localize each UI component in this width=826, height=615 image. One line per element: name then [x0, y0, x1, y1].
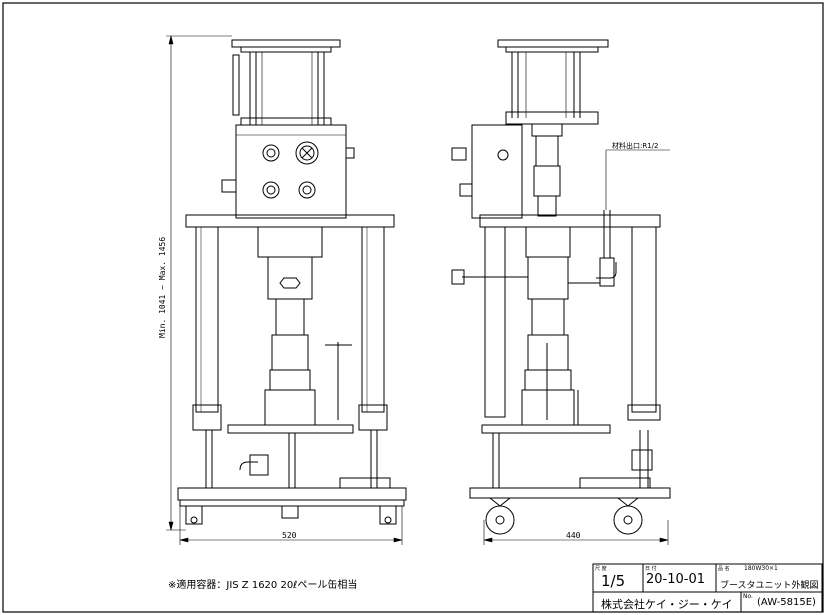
title-block-name: 品 名 180W30×1 ブースタユニット外観図 [716, 564, 822, 593]
name-top: 180W30×1 [744, 565, 778, 572]
scale-value: 1/5 [601, 572, 626, 590]
title-block-company: 株式会社ケイ・ジー・ケイ [593, 592, 742, 612]
company-name: 株式会社ケイ・ジー・ケイ [601, 598, 733, 611]
width-front-dimension-label: 520 [282, 531, 297, 540]
title-block-scale: 尺 度 1/5 [593, 564, 644, 593]
number-label: No. [743, 593, 753, 600]
title-block-frame [592, 563, 823, 613]
drawing-name: ブースタユニット外観図 [720, 581, 819, 591]
dimension-lines [166, 35, 669, 545]
width-side-dimension-label: 440 [566, 531, 581, 540]
drawing-number: (AW-5815E) [757, 597, 816, 608]
scale-label: 尺 度 [595, 566, 607, 572]
date-label: 日 付 [645, 566, 657, 572]
side-view [451, 39, 671, 535]
date-value: 20-10-01 [646, 572, 706, 587]
container-note: ※適用容器：JIS Z 1620 20ℓペール缶相当 [168, 580, 358, 591]
name-label: 品 名 [718, 566, 730, 572]
height-dimension-label: Min. 1041 ~ Max. 1456 [158, 236, 167, 338]
title-block-date: 日 付 20-10-01 [643, 564, 717, 593]
front-view [177, 39, 407, 525]
material-outlet-callout: 材料出口:R1/2 [612, 142, 659, 150]
title-block-number: No. (AW-5815E) [741, 592, 822, 612]
